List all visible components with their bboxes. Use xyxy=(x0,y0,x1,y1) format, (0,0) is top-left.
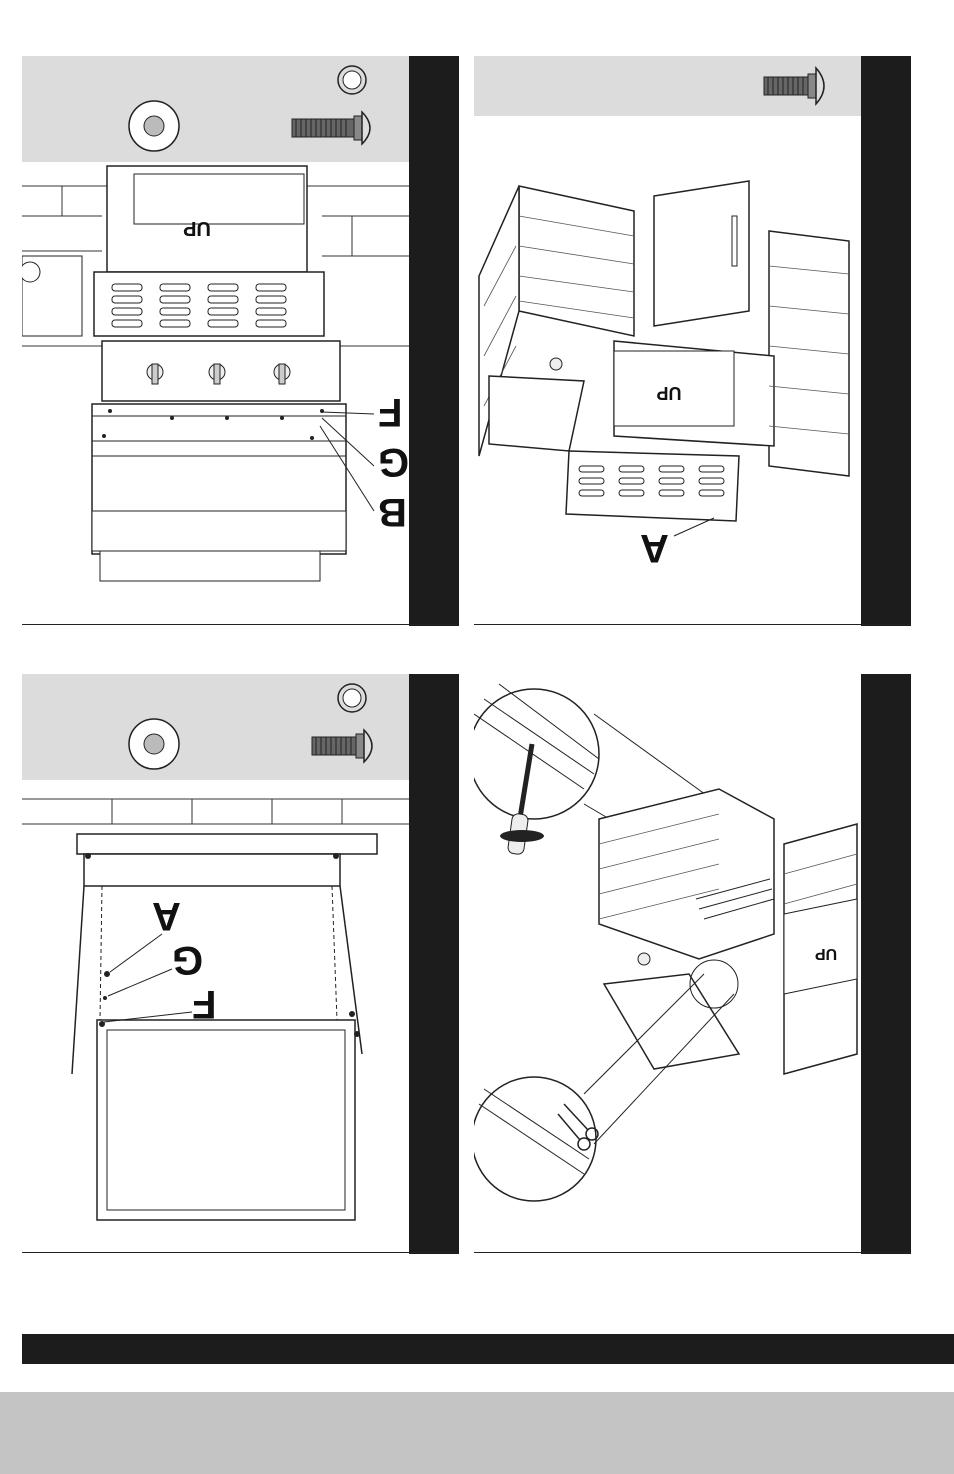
divider xyxy=(474,624,911,625)
assembly-illustration: UP xyxy=(474,674,911,1254)
side-bar xyxy=(861,674,911,1254)
step-panel-bottom-left: A G F xyxy=(22,674,459,1254)
callout-label: G xyxy=(378,442,409,482)
step-panel-top-left: UP xyxy=(22,56,459,626)
side-bar xyxy=(861,56,911,626)
divider xyxy=(22,624,459,625)
flat-washer-icon xyxy=(129,719,179,769)
step-panel-top-right: UP A xyxy=(474,56,911,626)
callout-label: F xyxy=(192,984,216,1024)
up-label: UP xyxy=(183,217,211,239)
up-label: UP xyxy=(656,383,681,403)
page-footer-bar xyxy=(22,1334,954,1364)
side-bar xyxy=(409,674,459,1254)
assembly-illustration xyxy=(22,674,459,1254)
flat-washer-icon xyxy=(129,101,179,151)
assembly-illustration: UP xyxy=(474,56,911,626)
divider xyxy=(22,1252,459,1253)
callout-label: F xyxy=(378,392,402,432)
assembly-illustration: UP xyxy=(22,56,459,626)
side-bar xyxy=(409,56,459,626)
up-label: UP xyxy=(815,945,838,962)
callout-label: B xyxy=(378,492,407,532)
callout-label: A xyxy=(640,528,669,568)
divider xyxy=(474,1252,911,1253)
step-panel-bottom-right: UP xyxy=(474,674,911,1254)
callout-label: G xyxy=(172,940,203,980)
callout-label: A xyxy=(152,896,181,936)
page-footer-band xyxy=(0,1392,954,1474)
